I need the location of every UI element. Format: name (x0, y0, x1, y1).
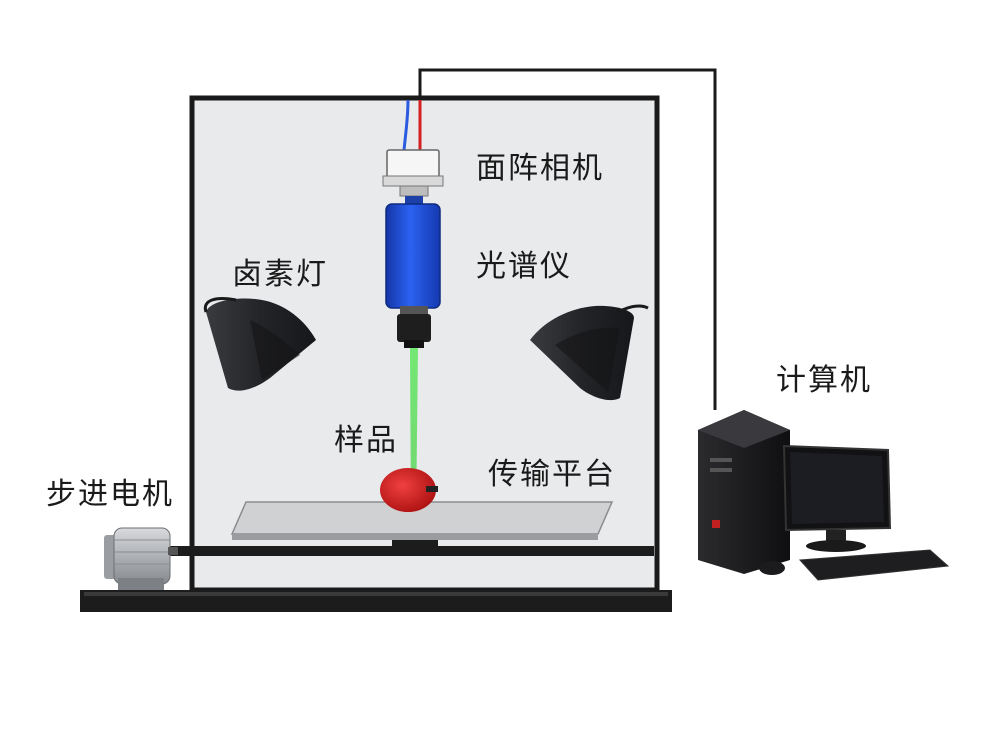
spectrometer-icon (385, 196, 441, 348)
label-computer: 计算机 (776, 363, 872, 398)
halogen-lamp-icon (203, 297, 316, 391)
camera-wires (402, 99, 422, 151)
keyboard-icon (798, 549, 950, 581)
halogen-lamp-icon (530, 304, 649, 401)
computer-icon (698, 410, 790, 574)
mouse-icon (759, 561, 785, 575)
label-area-camera: 面阵相机 (476, 151, 604, 186)
stepper-motor-icon (104, 527, 178, 590)
sample-icon (380, 468, 438, 512)
drive-rail (168, 546, 654, 556)
label-halogen-lamp: 卤素灯 (232, 257, 328, 292)
data-cable (418, 68, 717, 410)
monitor-icon (782, 444, 892, 552)
conveyor-platform-icon (230, 501, 614, 548)
label-stepper-motor: 步进电机 (46, 477, 174, 512)
base-platform (80, 590, 672, 612)
label-spectrometer: 光谱仪 (476, 249, 572, 284)
label-conveyor-platform: 传输平台 (488, 457, 616, 492)
label-sample: 样品 (334, 423, 398, 458)
